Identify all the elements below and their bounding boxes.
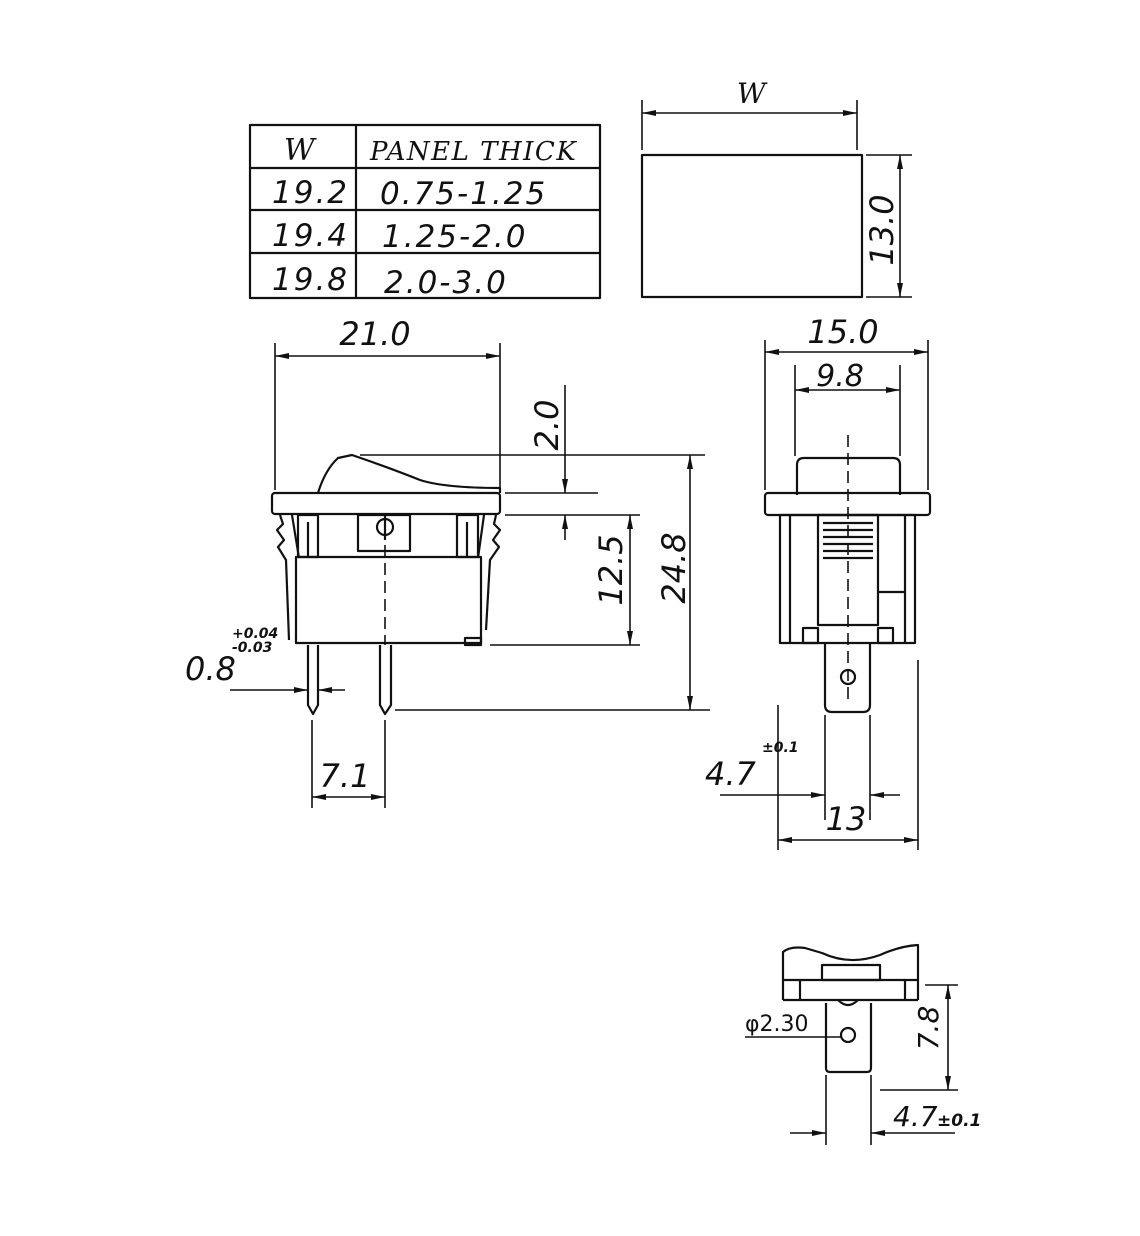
side-width-label: 21.0	[339, 315, 410, 353]
cutout-width-label: W	[737, 77, 768, 110]
ribs	[823, 521, 873, 560]
terminal-detail-view: φ2.30 7.8 4.7 ±0.1	[745, 943, 981, 1145]
pin-tolerance-plus: +0.04	[232, 626, 278, 642]
cutout-height-label: 13.0	[863, 194, 901, 265]
body-step	[463, 636, 483, 647]
pin-tolerance-minus: -0.03	[232, 640, 272, 656]
total-height-label: 24.8	[655, 532, 693, 603]
left-pin	[306, 645, 320, 716]
cutout-rectangle	[640, 153, 864, 299]
table-header-w: W	[284, 133, 317, 168]
switch-body	[294, 555, 483, 645]
table-cell-panel-thick: 1.25-2.0	[382, 219, 528, 255]
table-header-panel-thick: PANEL THICK	[369, 137, 577, 167]
panel-cutout-view: W 13.0	[640, 77, 912, 299]
table-cell-w: 19.8	[272, 262, 349, 298]
terminal-length-label: 7.8	[912, 1006, 945, 1051]
detail-center-notch	[837, 999, 859, 1007]
pin-thickness-label: 0.8	[185, 650, 236, 688]
terminal-hole	[839, 668, 857, 686]
detail-terminal-hole	[839, 1026, 857, 1044]
side-view: 21.0 2.0 12.5	[185, 315, 710, 808]
pin-spacing-label: 7.1	[320, 757, 371, 795]
center-block	[816, 513, 880, 627]
table-cell-panel-thick: 0.75-1.25	[380, 176, 547, 212]
detail-actuator-outline	[781, 943, 920, 1000]
table-cell-panel-thick: 2.0-3.0	[384, 265, 508, 301]
front-actuator	[795, 456, 902, 495]
rocker-actuator	[316, 453, 502, 494]
terminal-width-label: 4.7	[705, 755, 757, 793]
body-height-label: 12.5	[592, 534, 630, 605]
body-width-label: 13	[826, 800, 867, 838]
bottom-tab	[876, 626, 895, 645]
center-pin	[378, 645, 393, 716]
panel-thickness-table: W PANEL THICK 19.2 0.75-1.25 19.4 1.25-2…	[248, 123, 602, 301]
detail-actuator-step	[820, 963, 882, 982]
bottom-tab	[801, 626, 820, 645]
front-terminal	[823, 643, 872, 714]
front-view: 15.0 9.8 4.7 ±0.1 13	[705, 313, 932, 850]
table-cell-w: 19.4	[272, 218, 349, 254]
actuator-width-label: 9.8	[816, 359, 864, 394]
terminal-width-tolerance: ±0.1	[762, 740, 799, 756]
bezel-flange	[270, 491, 502, 516]
table-border	[248, 123, 602, 300]
flange-width-label: 15.0	[807, 313, 878, 351]
table-cell-w: 19.2	[272, 175, 349, 211]
hole-diameter-label: φ2.30	[745, 1012, 809, 1037]
detail-terminal	[824, 1003, 873, 1074]
detail-terminal-width-label: 4.7	[893, 1100, 938, 1133]
rocker-height-label: 2.0	[528, 400, 566, 451]
detail-terminal-width-tolerance: ±0.1	[937, 1111, 981, 1131]
